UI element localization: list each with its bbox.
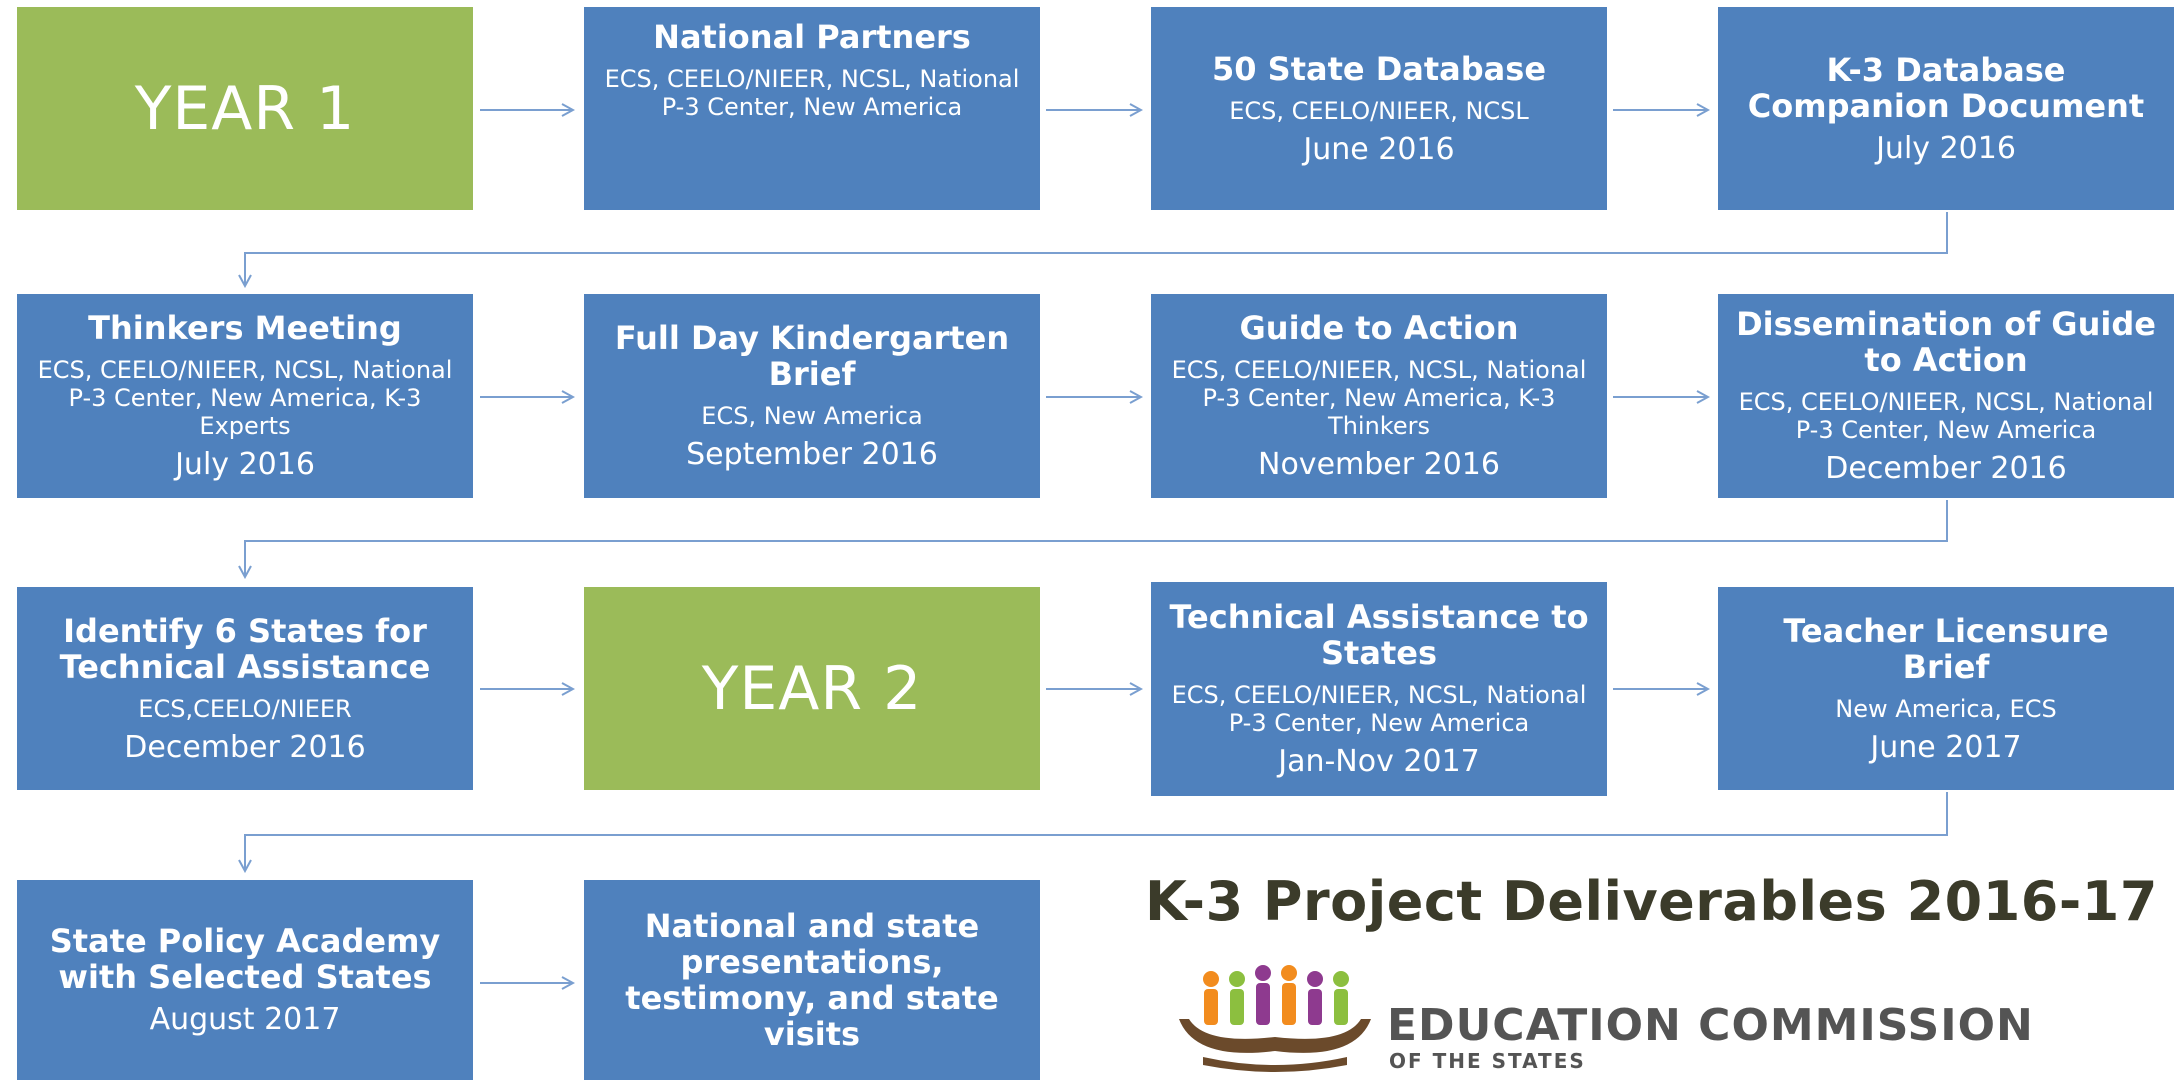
year-1-label: YEAR 1 (134, 73, 356, 144)
box-date: November 2016 (1258, 447, 1500, 482)
full-day-kindergarten-box: Full Day Kindergarten Brief ECS, New Ame… (584, 294, 1040, 498)
box-date: July 2016 (1876, 130, 2016, 166)
ecs-logo: EDUCATION COMMISSION OF THE STATES (1175, 965, 2175, 1075)
box-date: December 2016 (124, 729, 366, 765)
box-orgs: ECS, CEELO/NIEER, NCSL (1229, 96, 1529, 125)
box-date: June 2017 (1870, 729, 2022, 765)
thinkers-meeting-box: Thinkers Meeting ECS, CEELO/NIEER, NCSL,… (17, 294, 473, 498)
box-title: Full Day Kindergarten Brief (614, 319, 1010, 393)
wrap-row3-to-row4 (245, 792, 1948, 871)
box-date: September 2016 (686, 437, 938, 472)
year-2-label: YEAR 2 (701, 653, 923, 724)
box-orgs: New America, ECS (1835, 694, 2057, 723)
box-title: State Policy Academy with Selected State… (49, 922, 441, 996)
box-title: Dissemination of Guide to Action (1736, 305, 2156, 379)
box-title: National and state presentations, testim… (625, 907, 999, 1053)
teacher-licensure-box: Teacher Licensure Brief New America, ECS… (1718, 587, 2174, 790)
box-title: National Partners (653, 18, 971, 56)
box-date: July 2016 (175, 447, 315, 482)
guide-to-action-box: Guide to Action ECS, CEELO/NIEER, NCSL, … (1151, 294, 1607, 498)
box-title: Technical Assistance to States (1169, 598, 1589, 672)
box-orgs: ECS, CEELO/NIEER, NCSL, National P-3 Cen… (1171, 356, 1587, 440)
box-date: December 2016 (1825, 451, 2067, 486)
box-title: 50 State Database (1211, 49, 1547, 88)
box-date: Jan-Nov 2017 (1278, 744, 1480, 779)
national-partners-box: National Partners ECS, CEELO/NIEER, NCSL… (584, 7, 1040, 210)
dissemination-box: Dissemination of Guide to Action ECS, CE… (1718, 294, 2174, 498)
box-title: K-3 Database Companion Document (1747, 50, 2145, 125)
logo-name: EDUCATION COMMISSION (1387, 1000, 2034, 1051)
k3-companion-box: K-3 Database Companion Document July 201… (1718, 7, 2174, 210)
box-orgs: ECS, CEELO/NIEER, NCSL, National P-3 Cen… (37, 356, 453, 440)
box-title: Guide to Action (1239, 309, 1519, 347)
people-hands-icon (1179, 965, 1371, 1072)
box-title: Teacher Licensure Brief (1783, 611, 2109, 686)
policy-academy-box: State Policy Academy with Selected State… (17, 880, 473, 1080)
state-database-box: 50 State Database ECS, CEELO/NIEER, NCSL… (1151, 7, 1607, 210)
box-orgs: ECS, CEELO/NIEER, NCSL, National P-3 Cen… (604, 65, 1020, 121)
box-orgs: ECS, CEELO/NIEER, NCSL, National P-3 Cen… (1171, 681, 1587, 737)
box-orgs: ECS,CEELO/NIEER (138, 694, 352, 723)
logo-subtitle: OF THE STATES (1389, 1049, 1586, 1073)
page-title: K-3 Project Deliverables 2016-17 (1145, 870, 2158, 933)
wrap-row2-to-row3 (245, 500, 1948, 577)
identify-states-box: Identify 6 States for Technical Assistan… (17, 587, 473, 790)
year-2-box: YEAR 2 (584, 587, 1040, 790)
box-orgs: ECS, CEELO/NIEER, NCSL, National P-3 Cen… (1738, 388, 2154, 444)
box-title: Identify 6 States for Technical Assistan… (59, 611, 431, 686)
technical-assistance-box: Technical Assistance to States ECS, CEEL… (1151, 582, 1607, 796)
wrap-row1-to-row2 (245, 212, 1948, 286)
box-date: August 2017 (149, 1002, 341, 1037)
presentations-box: National and state presentations, testim… (584, 880, 1040, 1080)
box-title: Thinkers Meeting (88, 309, 402, 347)
box-orgs: ECS, New America (701, 402, 923, 430)
box-date: June 2016 (1303, 131, 1455, 167)
year-1-box: YEAR 1 (17, 7, 473, 210)
